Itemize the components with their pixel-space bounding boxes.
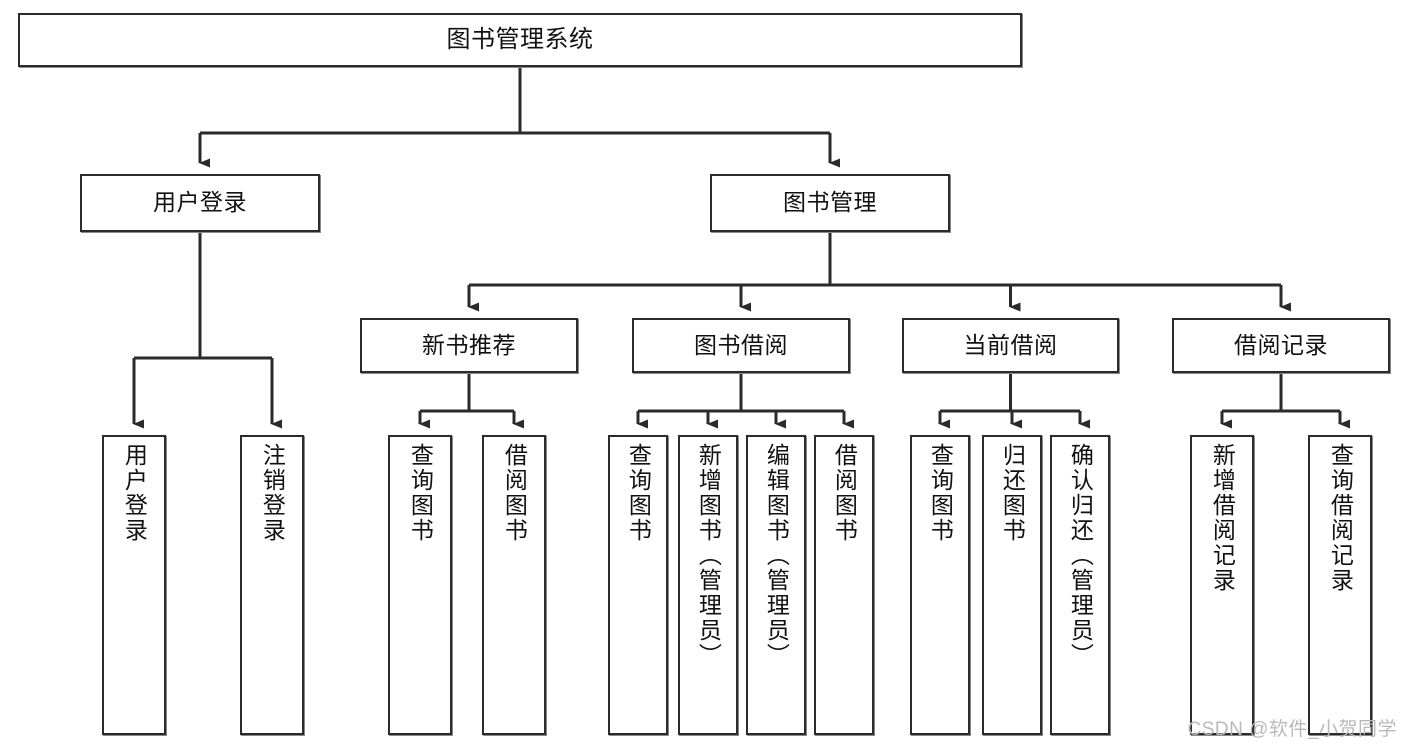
node-leaf-borrow-book-1[interactable]: 借阅图书 xyxy=(482,435,546,735)
node-leaf-return-book[interactable]: 归还图书 xyxy=(982,435,1042,735)
node-leaf-edit-book[interactable]: 编辑图书（管理员） xyxy=(746,435,806,735)
node-label-borrow-record: 借阅记录 xyxy=(1234,331,1328,358)
node-label-leaf-query-book-2: 查询图书 xyxy=(625,443,652,543)
node-current-borrow[interactable]: 当前借阅 xyxy=(902,318,1119,373)
node-user-login[interactable]: 用户登录 xyxy=(80,174,320,232)
node-label-leaf-logout: 注销登录 xyxy=(259,443,286,543)
node-book-borrow[interactable]: 图书借阅 xyxy=(632,318,850,373)
node-leaf-user-login[interactable]: 用户登录 xyxy=(102,435,166,735)
node-root[interactable]: 图书管理系统 xyxy=(18,13,1022,67)
node-label-book-borrow: 图书借阅 xyxy=(694,331,788,358)
node-label-leaf-confirm-return: 确认归还（管理员） xyxy=(1067,443,1094,668)
node-leaf-query-book-2[interactable]: 查询图书 xyxy=(608,435,668,735)
watermark-text: CSDN @软件_小贺同学 xyxy=(1187,719,1397,740)
node-leaf-logout[interactable]: 注销登录 xyxy=(240,435,304,735)
node-leaf-query-book-1[interactable]: 查询图书 xyxy=(388,435,452,735)
node-label-leaf-return-book: 归还图书 xyxy=(999,443,1026,543)
node-label-new-book-rec: 新书推荐 xyxy=(422,331,516,358)
node-label-leaf-add-book: 新增图书（管理员） xyxy=(695,443,722,668)
node-book-manage[interactable]: 图书管理 xyxy=(710,174,950,232)
node-label-leaf-add-record: 新增借阅记录 xyxy=(1209,443,1236,593)
node-label-leaf-query-record: 查询借阅记录 xyxy=(1327,443,1354,593)
node-leaf-borrow-book-2[interactable]: 借阅图书 xyxy=(814,435,874,735)
node-label-leaf-borrow-book-1: 借阅图书 xyxy=(501,443,528,543)
node-leaf-query-book-3[interactable]: 查询图书 xyxy=(910,435,970,735)
node-label-current-borrow: 当前借阅 xyxy=(963,331,1058,358)
node-leaf-add-book[interactable]: 新增图书（管理员） xyxy=(678,435,738,735)
node-label-leaf-borrow-book-2: 借阅图书 xyxy=(831,443,858,543)
node-label-leaf-edit-book: 编辑图书（管理员） xyxy=(763,443,790,668)
node-new-book-rec[interactable]: 新书推荐 xyxy=(360,318,578,373)
node-borrow-record[interactable]: 借阅记录 xyxy=(1172,318,1390,373)
node-leaf-query-record[interactable]: 查询借阅记录 xyxy=(1308,435,1372,735)
node-label-user-login: 用户登录 xyxy=(153,189,247,216)
node-label-book-manage: 图书管理 xyxy=(783,189,877,216)
node-leaf-add-record[interactable]: 新增借阅记录 xyxy=(1190,435,1254,735)
node-label-root: 图书管理系统 xyxy=(446,25,594,53)
node-label-leaf-user-login: 用户登录 xyxy=(121,443,148,543)
node-leaf-confirm-return[interactable]: 确认归还（管理员） xyxy=(1050,435,1110,735)
node-label-leaf-query-book-3: 查询图书 xyxy=(927,443,954,543)
node-label-leaf-query-book-1: 查询图书 xyxy=(407,443,434,543)
